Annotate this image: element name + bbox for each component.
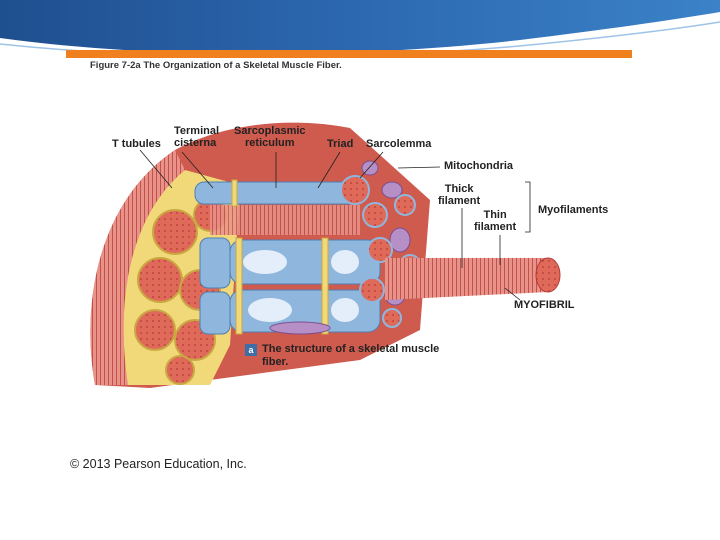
copyright-notice: © 2013 Pearson Education, Inc. (70, 457, 247, 471)
caption-marker: a (245, 344, 257, 356)
extended-myofibril (385, 257, 561, 300)
transverse-tubules (231, 179, 329, 335)
orange-accent-bar (66, 50, 632, 58)
label-sarcoplasmic-reticulum: Sarcoplasmic reticulum (234, 125, 306, 149)
figure-title: Figure 7-2a The Organization of a Skelet… (90, 60, 342, 71)
label-t-tubules: T tubules (112, 138, 161, 150)
label-triad: Triad (327, 138, 354, 150)
label-myofibril: MYOFIBRIL (514, 299, 575, 311)
figure-caption: The structure of a skeletal muscle fiber… (262, 343, 440, 368)
fiber-end-sections (340, 175, 421, 328)
reticulum-pores (243, 250, 359, 322)
label-thin-filament: Thin filament (474, 209, 517, 233)
label-mitochondria: Mitochondria (444, 160, 514, 172)
label-sarcolemma: Sarcolemma (366, 138, 432, 150)
label-terminal-cisterna: Terminal cisterna (174, 125, 220, 149)
leader-lines (139, 149, 531, 301)
label-thick-filament: Thick filament (438, 183, 481, 207)
label-myofilaments: Myofilaments (538, 204, 609, 216)
